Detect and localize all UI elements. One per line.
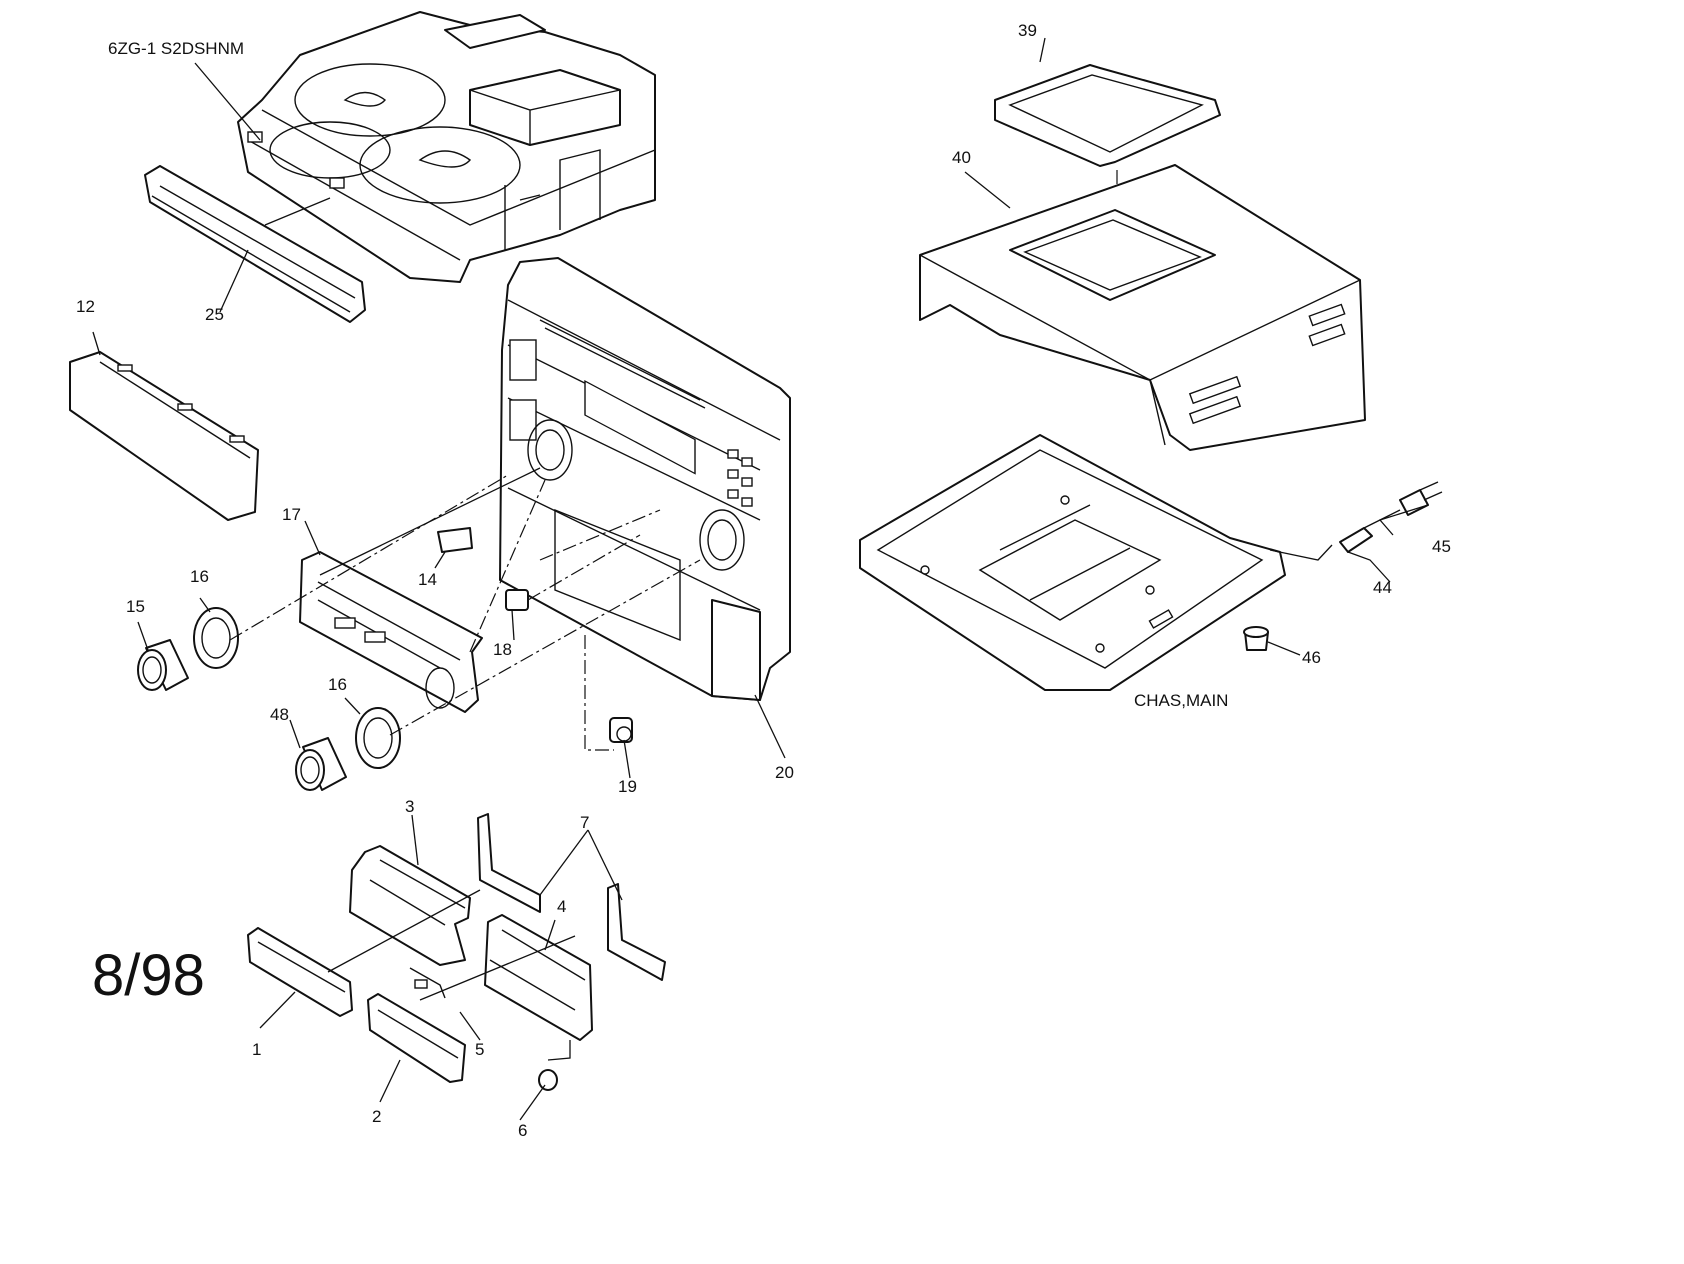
- callout-6: 6: [518, 1121, 527, 1140]
- callout-48: 48: [270, 705, 289, 724]
- part-45-plug: [1399, 481, 1443, 516]
- part-15-knob: [137, 639, 189, 691]
- part-16-ring-lower: [355, 707, 401, 769]
- callout-46: 46: [1302, 648, 1321, 667]
- chassis-label: CHAS,MAIN: [1134, 691, 1228, 710]
- callout-18: 18: [493, 640, 512, 659]
- callout-15: 15: [126, 597, 145, 616]
- callout-2: 2: [372, 1107, 381, 1126]
- part-2-button: [367, 993, 466, 1083]
- callout-20: 20: [775, 763, 794, 782]
- part-12-door-panel: [69, 351, 259, 521]
- part-14-clip: [437, 527, 473, 553]
- part-5-spring: [409, 967, 446, 999]
- callout-5: 5: [475, 1040, 484, 1059]
- callout-44: 44: [1373, 578, 1392, 597]
- part-19-jack: [609, 717, 633, 743]
- part-6-screw: [538, 1069, 558, 1091]
- page-number: 8/98: [92, 943, 205, 1008]
- part-3-button-holder: [349, 845, 471, 966]
- callout-40: 40: [952, 148, 971, 167]
- callout-14: 14: [418, 570, 437, 589]
- callout-4: 4: [557, 897, 566, 916]
- part-46-foot: [1243, 626, 1269, 651]
- part-7-bracket-upper: [477, 813, 541, 913]
- callout-17: 17: [282, 505, 301, 524]
- part-1-button: [247, 927, 353, 1017]
- callout-45: 45: [1432, 537, 1451, 556]
- callout-1: 1: [252, 1040, 261, 1059]
- part-18-cap: [505, 589, 529, 611]
- part-16-ring-upper: [193, 607, 239, 669]
- cd-changer-mechanism: [237, 11, 656, 283]
- callout-16-upper: 16: [190, 567, 209, 586]
- part-48-knob: [295, 737, 347, 791]
- part-40-cabinet: [919, 164, 1366, 451]
- callout-16-lower: 16: [328, 675, 347, 694]
- part-4-button-holder: [484, 914, 593, 1041]
- part-20-front-panel-assembly: [499, 257, 791, 701]
- callout-7: 7: [580, 813, 589, 832]
- part-39-top-lid: [994, 64, 1221, 167]
- part-25-tray-panel: [144, 165, 366, 323]
- callout-3: 3: [405, 797, 414, 816]
- chassis-main: [859, 434, 1286, 691]
- part-7-bracket-lower: [607, 883, 666, 981]
- callout-19: 19: [618, 777, 637, 796]
- callout-12: 12: [76, 297, 95, 316]
- model-label: 6ZG-1 S2DSHNM: [108, 39, 244, 58]
- callout-25: 25: [205, 305, 224, 324]
- callout-39: 39: [1018, 21, 1037, 40]
- part-17-knob-bezel: [299, 551, 483, 713]
